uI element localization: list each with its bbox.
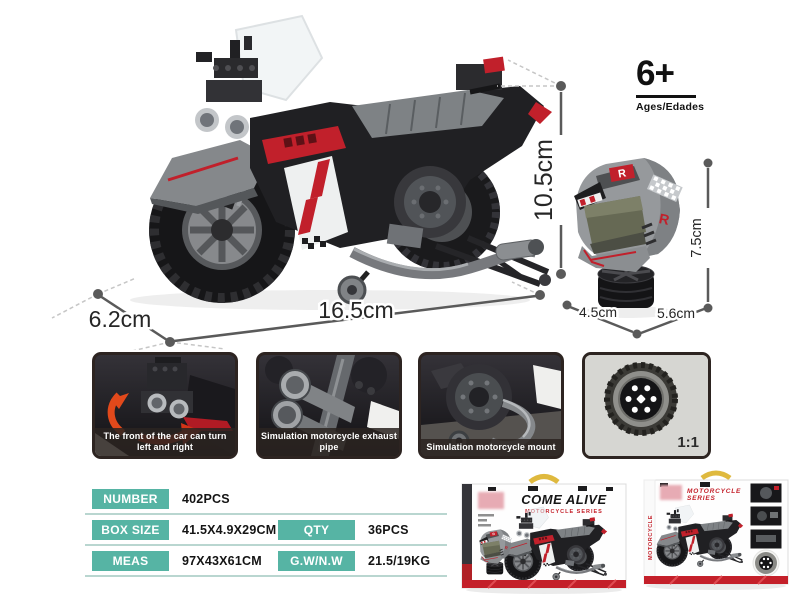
spec-table: NUMBER 402PCS BOX SIZE 41.5X4.9X29CM QTY… — [85, 484, 447, 577]
feature-card-steering: The front of the car can turn left and r… — [92, 352, 238, 459]
age-number: 6+ — [636, 54, 675, 93]
age-text: Ages/Edades — [636, 95, 704, 113]
helmet-depth-label: 5.6cm — [657, 305, 695, 321]
spec-badge-boxsize: BOX SIZE — [92, 519, 169, 540]
spec-badge-meas: MEAS — [92, 550, 169, 571]
box-handle — [528, 474, 560, 485]
checker-patch — [646, 174, 683, 202]
spec-badge-gw: G.W/N.W — [278, 550, 355, 571]
detail-panels — [749, 482, 783, 550]
helmet-illustration: R R — [574, 158, 683, 308]
spec-row-boxsize-qty: BOX SIZE 41.5X4.9X29CM QTY 36PCS — [85, 515, 447, 546]
bike-width-label: 6.2cm — [89, 306, 152, 332]
feature-caption-exhaust: Simulation motorcycle exhaust pipe — [259, 427, 399, 456]
spec-value-meas: 97X43X61CM — [182, 553, 262, 568]
dimension-annotations: 10.5cm 16.5cm 6.2cm 7.5cm 4.5cm 5.6cm — [51, 59, 713, 350]
brand-logo-placeholder — [478, 492, 504, 509]
age-badge: 6+ Ages/Edades — [636, 54, 704, 113]
spec-value-gw: 21.5/19KG — [368, 553, 431, 568]
tank-decal — [262, 126, 346, 164]
front-fender — [150, 140, 270, 206]
product-photo: R R — [51, 14, 713, 350]
seat — [352, 90, 504, 138]
box-spine-text: MOTORCYCLE — [648, 515, 654, 560]
box-red-stripe — [462, 580, 626, 588]
spec-row-number: NUMBER 402PCS — [85, 484, 447, 515]
feature-caption-mount: Simulation motorcycle mount — [421, 438, 561, 456]
helmet-logo-side: R — [658, 210, 671, 228]
packaging-box-right: MOTORCYCLE MOTORCYCLE SERIES — [643, 470, 789, 590]
bike-height-label: 10.5cm — [530, 139, 558, 221]
box-title: COME ALIVE — [521, 492, 606, 507]
spec-row-meas-gw: MEAS 97X43X61CM G.W/N.W 21.5/19KG — [85, 546, 447, 577]
brand-logo-placeholder — [660, 485, 682, 500]
feature-card-exhaust: Simulation motorcycle exhaust pipe — [256, 352, 402, 459]
feature-card-wheel-scale: 1:1 — [582, 352, 711, 459]
box-handle — [700, 470, 732, 481]
spec-value-qty: 36PCS — [368, 522, 409, 537]
wheel-photo — [585, 355, 708, 456]
box-title-line2: SERIES — [687, 495, 716, 502]
spec-value-number: 402PCS — [182, 491, 230, 506]
spec-value-boxsize: 41.5X4.9X29CM — [182, 522, 277, 537]
helmet-width-label: 4.5cm — [579, 304, 617, 320]
box-title-line1: MOTORCYCLE — [687, 488, 741, 495]
feature-caption-steering: The front of the car can turn left and r… — [95, 427, 235, 456]
scale-1-1-label: 1:1 — [677, 434, 699, 451]
helmet-height-label: 7.5cm — [689, 218, 705, 258]
flap-graphics — [488, 486, 613, 491]
spec-badge-number: NUMBER — [92, 488, 169, 509]
windshield — [234, 14, 324, 102]
packaging-box-left: COME ALIVE MOTORCYCLE SERIES — [461, 474, 627, 594]
spec-badge-qty: QTY — [278, 519, 355, 540]
box-subtitle: MOTORCYCLE SERIES — [525, 509, 603, 515]
motorcycle-illustration — [149, 14, 552, 305]
feature-card-mount: Simulation motorcycle mount — [418, 352, 564, 459]
helmet-logo-top: R — [617, 167, 627, 180]
box-red-stripe — [644, 576, 788, 584]
helmet-shadow — [582, 306, 674, 318]
bike-length-label: 16.5cm — [318, 297, 393, 323]
box-spine — [462, 484, 472, 588]
item-info-marks — [478, 514, 494, 527]
